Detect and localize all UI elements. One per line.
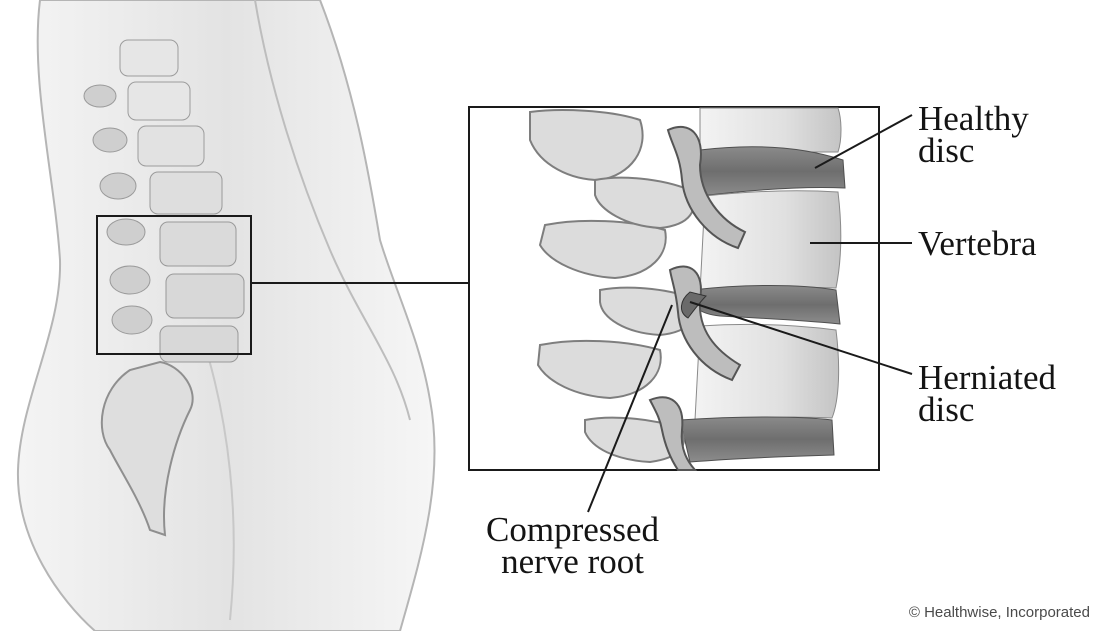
detail-inset: [469, 107, 879, 470]
label-herniated-disc-line2: disc: [918, 394, 1056, 426]
label-vertebra: Vertebra: [918, 228, 1037, 260]
copyright-credit: © Healthwise, Incorporated: [909, 604, 1090, 621]
label-healthy-disc: Healthy disc: [918, 103, 1029, 167]
label-herniated-disc: Herniated disc: [918, 362, 1056, 426]
label-compressed-nerve-root: Compressed nerve root: [486, 514, 659, 578]
label-healthy-disc-line2: disc: [918, 135, 1029, 167]
label-compressed-nerve-root-line2: nerve root: [486, 546, 659, 578]
